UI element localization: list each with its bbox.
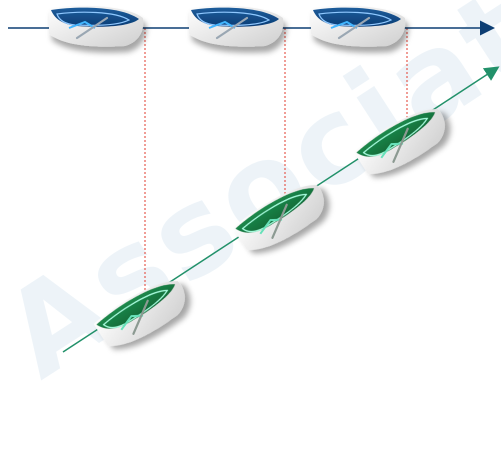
green-boat-2 bbox=[232, 185, 324, 250]
blue-boat-2 bbox=[189, 5, 284, 47]
green-boat-1 bbox=[93, 281, 185, 346]
blue-boat-3 bbox=[311, 5, 406, 47]
boat-projection-diagram bbox=[8, 5, 500, 353]
green-boat-3 bbox=[353, 109, 445, 174]
blue-boat-1 bbox=[49, 5, 144, 47]
